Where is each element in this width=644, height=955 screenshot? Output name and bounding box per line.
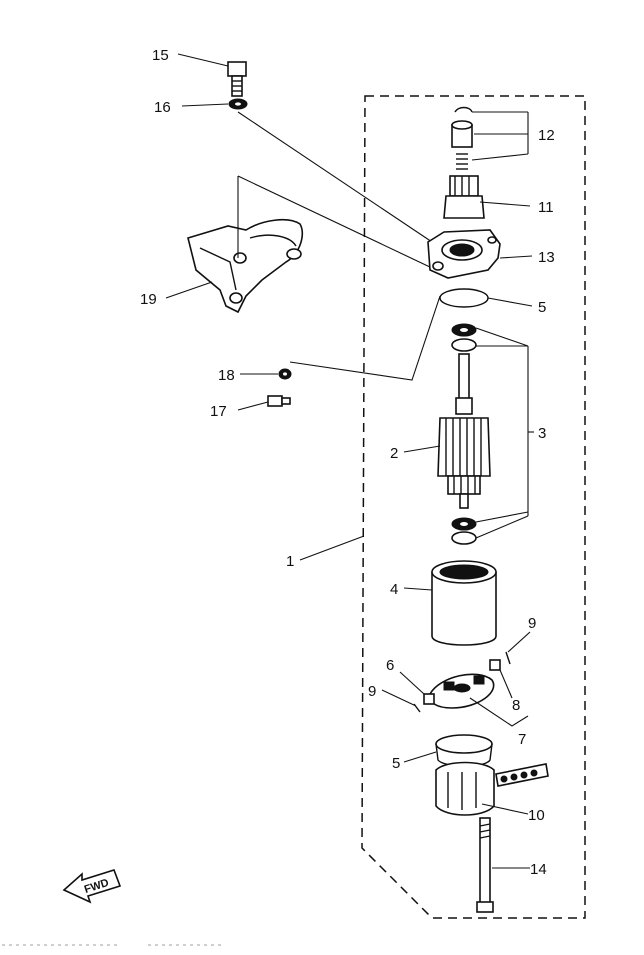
forward-direction-arrow: FWD [62, 869, 122, 904]
callout-1: 1 [286, 553, 294, 570]
front-bracket-13 [427, 229, 501, 279]
callout-9-right: 9 [528, 615, 536, 632]
callout-16: 16 [154, 99, 171, 116]
brush-8 [489, 659, 501, 671]
callout-7: 7 [518, 731, 526, 748]
callout-10: 10 [528, 807, 545, 824]
o-ring-5-upper [439, 288, 489, 308]
callout-9-left: 9 [368, 683, 376, 700]
callout-18: 18 [218, 367, 235, 384]
callout-12: 12 [538, 127, 555, 144]
yoke-4 [431, 560, 497, 646]
washer-18 [278, 368, 292, 380]
callout-3: 3 [538, 425, 546, 442]
armature-2 [437, 353, 491, 509]
callout-19: 19 [140, 291, 157, 308]
brush-6 [423, 693, 435, 705]
rear-cover-10 [435, 761, 549, 816]
callout-11: 11 [538, 199, 554, 216]
spring-9-right [505, 651, 511, 665]
assembly-line-18 [289, 295, 441, 381]
through-bolt-14 [476, 817, 494, 913]
o-ring-5-lower [435, 734, 493, 767]
washers-3-upper [451, 323, 477, 352]
callout-6: 6 [386, 657, 394, 674]
bolt-15 [227, 61, 247, 97]
leader-lines [165, 53, 534, 869]
washer-16 [228, 98, 248, 110]
callout-13: 13 [538, 249, 555, 266]
pinion-stopper-set-12 [451, 106, 473, 170]
callout-15: 15 [152, 47, 169, 64]
screw-17 [267, 395, 291, 407]
callout-5-lower: 5 [392, 755, 400, 772]
brush-holder-7 [428, 673, 495, 709]
pinion-gear-11 [443, 175, 485, 219]
callout-14: 14 [530, 861, 547, 878]
callout-2: 2 [390, 445, 398, 462]
callout-4: 4 [390, 581, 398, 598]
callout-17: 17 [210, 403, 227, 420]
washers-3-lower [451, 517, 477, 545]
bracket-19 [187, 175, 433, 314]
assembly-boundary [361, 95, 586, 919]
callout-8: 8 [512, 697, 520, 714]
assembly-line-16 [237, 111, 439, 247]
callout-5-upper: 5 [538, 299, 546, 316]
